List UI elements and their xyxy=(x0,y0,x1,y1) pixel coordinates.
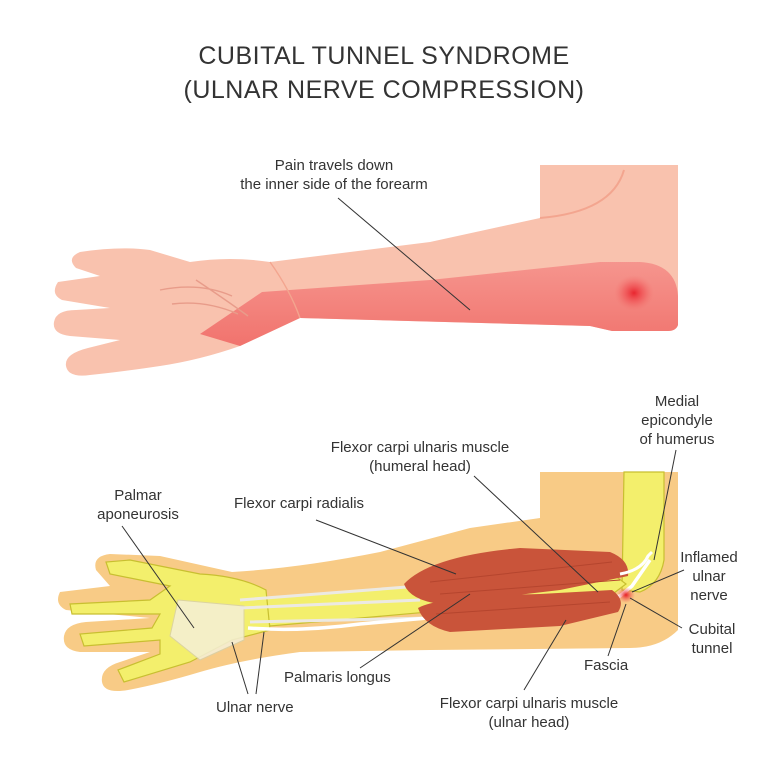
leader-ulnar-nerve-b xyxy=(255,631,265,695)
muscle-fcu xyxy=(418,590,621,632)
leader-lines xyxy=(121,197,685,695)
palm-creases xyxy=(159,279,249,317)
leader-fcu-ulnar xyxy=(523,619,567,691)
leader-pain xyxy=(337,197,471,311)
tendons xyxy=(239,584,431,624)
leader-palmar-aponeurosis xyxy=(121,525,195,629)
wrist-line xyxy=(269,261,301,319)
fascia-band xyxy=(619,550,654,576)
hand-bones xyxy=(69,559,271,683)
humerus-bone xyxy=(621,471,665,593)
title-line-1: CUBITAL TUNNEL SYNDROME xyxy=(198,42,570,70)
leader-cubital-tunnel xyxy=(629,597,683,629)
leader-inflamed-nerve xyxy=(631,569,685,593)
title-line-2: (ULNAR NERVE COMPRESSION) xyxy=(183,76,585,104)
label-fascia: Fascia xyxy=(584,657,629,674)
label-cubital-tunnel: Cubital tunnel xyxy=(688,621,736,657)
elbow-pain-spot xyxy=(614,275,654,311)
label-palmar-aponeurosis: Palmar aponeurosis xyxy=(97,487,179,523)
leader-fcr xyxy=(315,519,457,575)
elbow-crease xyxy=(539,169,625,219)
label-ulnar-nerve: Ulnar nerve xyxy=(216,699,294,716)
label-pain: Pain travels down the inner side of the … xyxy=(240,157,428,193)
label-medial-epicondyle: Medial epicondyle of humerus xyxy=(639,393,715,448)
label-inflamed-ulnar-nerve: Inflamed ulnar nerve xyxy=(680,549,738,604)
leader-ulnar-nerve-a xyxy=(231,641,249,695)
label-fcu-ulnar: Flexor carpi ulnaris muscle (ulnar head) xyxy=(439,695,619,731)
leader-palmaris-longus xyxy=(359,593,471,669)
upper-arm xyxy=(53,165,679,376)
arm-pain-zone xyxy=(200,262,678,346)
muscle-fcr xyxy=(404,548,629,604)
inflamed-nerve-spot xyxy=(617,587,635,603)
label-palmaris-longus: Palmaris longus xyxy=(284,669,391,686)
muscle-fiber-lines xyxy=(429,561,621,615)
label-flexor-carpi-radialis: Flexor carpi radialis xyxy=(234,495,365,512)
label-fcu-humeral: Flexor carpi ulnaris muscle (humeral hea… xyxy=(330,439,510,475)
palmar-aponeurosis-sheet xyxy=(169,599,245,661)
lower-arm-anatomy xyxy=(58,471,678,691)
leader-fcu-humeral xyxy=(473,475,599,593)
leader-fascia xyxy=(607,603,627,657)
leader-medial-epicondyle xyxy=(653,449,677,561)
